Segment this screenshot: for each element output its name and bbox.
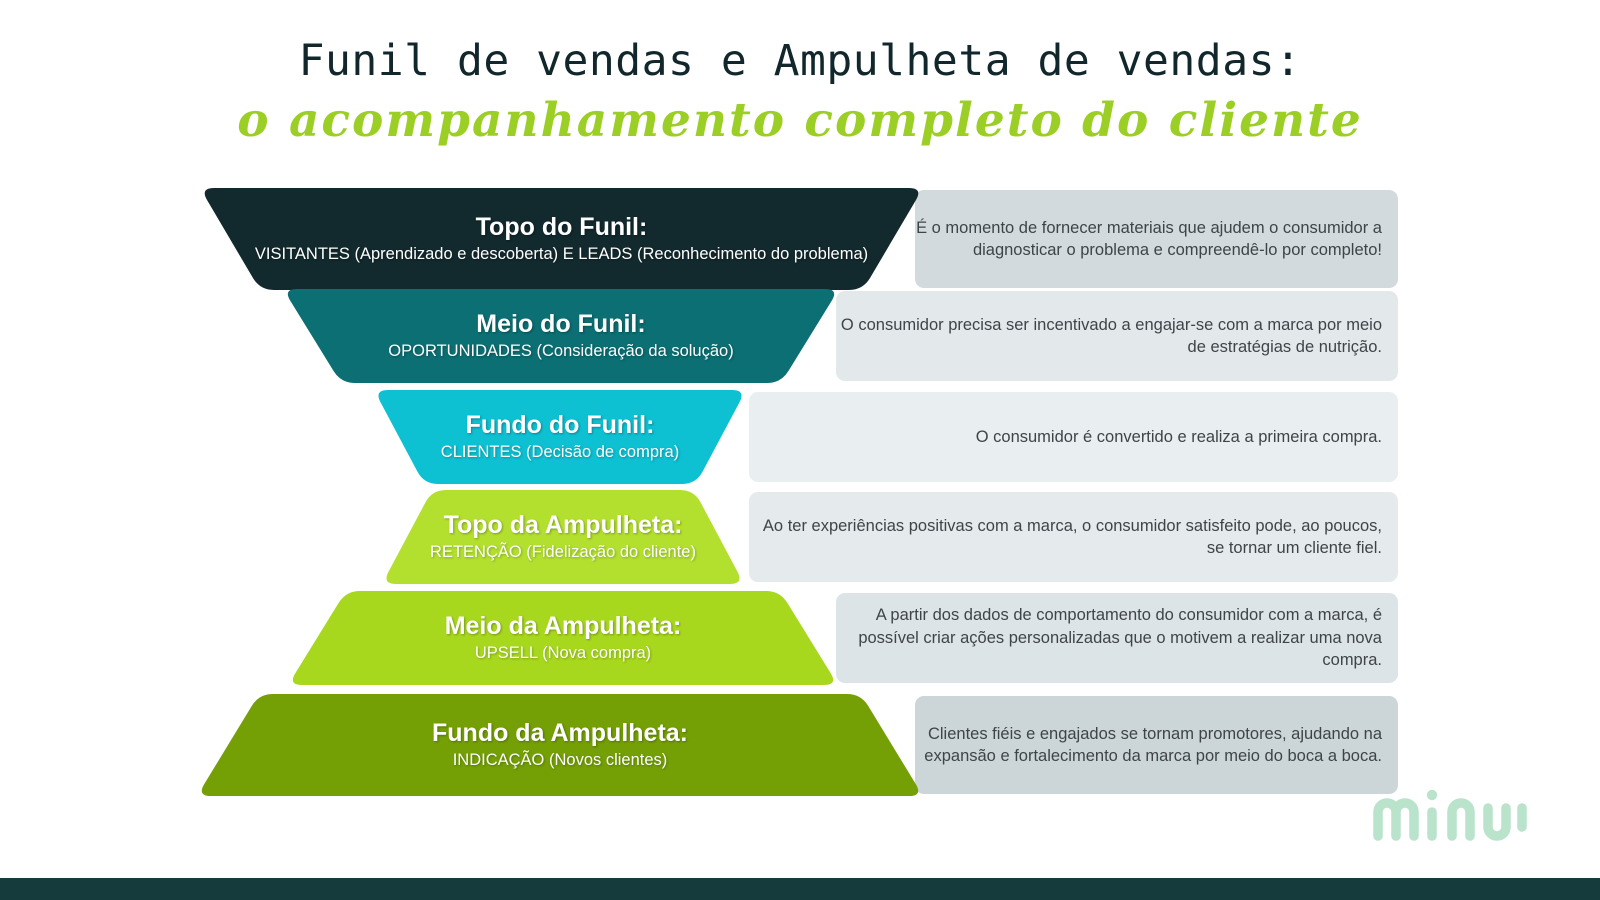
funnel-stage-shape[interactable]: Fundo do Funil:CLIENTES (Decisão de comp…	[374, 390, 746, 484]
funnel-stage-shape[interactable]: Meio da Ampulheta:UPSELL (Nova compra)	[288, 591, 838, 685]
funnel-stage-row: O consumidor é convertido e realiza a pr…	[0, 390, 1600, 484]
stage-description-panel: A partir dos dados de comportamento do c…	[836, 593, 1398, 683]
funnel-stage-row: Ao ter experiências positivas com a marc…	[0, 490, 1600, 584]
funnel-stage-shape[interactable]: Fundo da Ampulheta:INDICAÇÃO (Novos clie…	[197, 694, 923, 796]
funnel-stage-row: O consumidor precisa ser incentivado a e…	[0, 289, 1600, 383]
stage-description-text: A partir dos dados de comportamento do c…	[858, 606, 1382, 670]
title-line-secondary: o acompanhamento completo do cliente	[237, 93, 1363, 148]
funnel-stage-shape[interactable]: Meio do Funil:OPORTUNIDADES (Consideraçã…	[283, 289, 839, 383]
funnel-stage-row: Clientes fiéis e engajados se tornam pro…	[0, 694, 1600, 796]
stage-description-text: Clientes fiéis e engajados se tornam pro…	[924, 724, 1382, 766]
stage-description-panel: Ao ter experiências positivas com a marc…	[749, 492, 1398, 582]
stage-description-panel: O consumidor precisa ser incentivado a e…	[836, 291, 1398, 381]
funnel-stage-row: A partir dos dados de comportamento do c…	[0, 591, 1600, 685]
stage-description-panel: É o momento de fornecer materiais que aj…	[915, 190, 1398, 288]
bottom-bar	[0, 878, 1600, 900]
funnel-stage-shape[interactable]: Topo do Funil:VISITANTES (Aprendizado e …	[200, 188, 923, 290]
funnel-stage-row: É o momento de fornecer materiais que aj…	[0, 188, 1600, 290]
title-line-primary: Funil de vendas e Ampulheta de vendas:	[298, 36, 1302, 86]
stage-description-text: É o momento de fornecer materiais que aj…	[916, 218, 1382, 260]
stage-description-text: Ao ter experiências positivas com a marc…	[762, 516, 1382, 558]
funnel-stage-shape[interactable]: Topo da Ampulheta:RETENÇÃO (Fidelização …	[382, 490, 744, 584]
stage-description-panel: Clientes fiéis e engajados se tornam pro…	[915, 696, 1398, 794]
funnel-hourglass-diagram: É o momento de fornecer materiais que aj…	[0, 188, 1600, 798]
stage-description-text: O consumidor é convertido e realiza a pr…	[975, 427, 1382, 446]
stage-description-text: O consumidor precisa ser incentivado a e…	[840, 315, 1382, 357]
minu-logo	[1372, 780, 1532, 842]
stage-description-panel: O consumidor é convertido e realiza a pr…	[749, 392, 1398, 482]
page-title: Funil de vendas e Ampulheta de vendas: o…	[0, 34, 1600, 152]
